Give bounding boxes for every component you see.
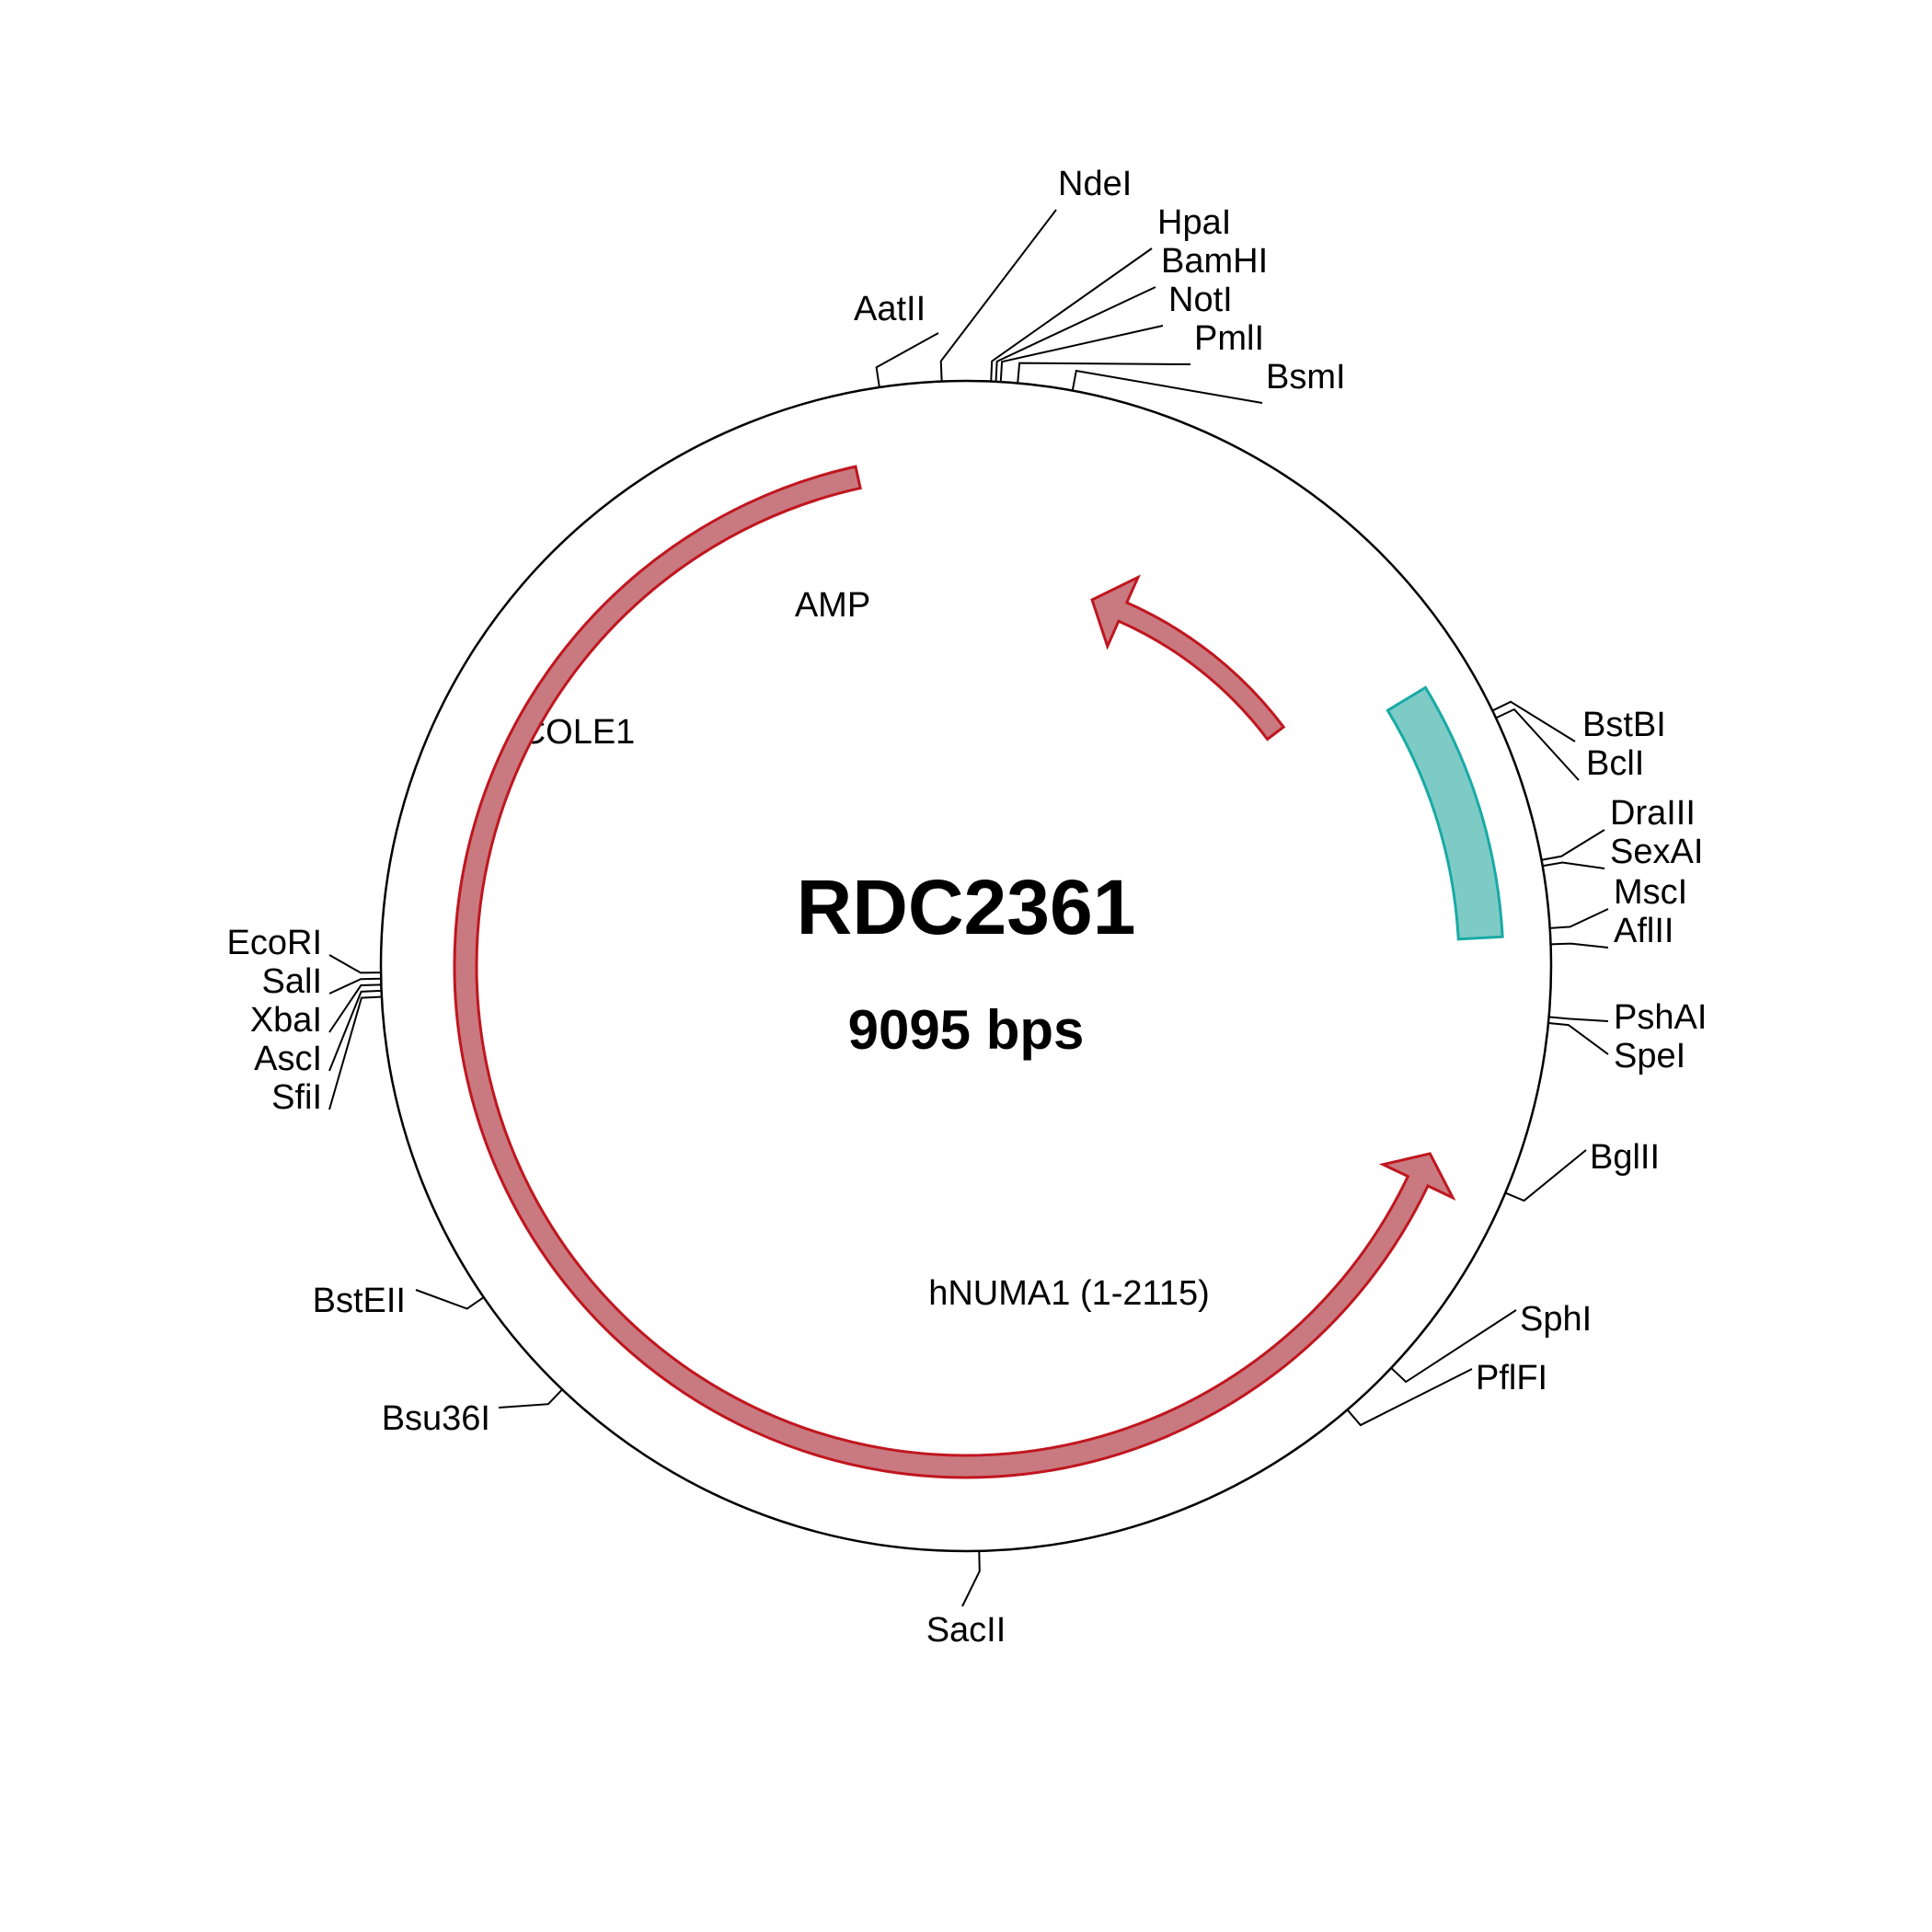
- feature-amp: [1090, 574, 1286, 742]
- site-leader-bamhi: [995, 286, 1156, 382]
- site-bsteii: BstEII: [313, 1282, 485, 1320]
- site-label-sali: SalI: [262, 962, 322, 1001]
- site-label-sphi: SphI: [1520, 1300, 1592, 1339]
- site-label-sacii: SacII: [926, 1611, 1006, 1650]
- site-bcli: BclI: [1495, 707, 1644, 783]
- site-ecori: EcoRI: [227, 924, 382, 974]
- site-sfii: SfiI: [271, 995, 382, 1117]
- site-label-spei: SpeI: [1614, 1037, 1685, 1075]
- site-ndei: NdeI: [939, 165, 1132, 382]
- site-label-hpai: HpaI: [1157, 203, 1231, 242]
- site-leader-sali: [328, 977, 382, 995]
- site-bsmi: BsmI: [1071, 358, 1346, 404]
- site-label-msci: MscI: [1614, 873, 1687, 912]
- plasmid-backbone: [379, 379, 1553, 1553]
- site-label-aflii: AflII: [1614, 912, 1673, 950]
- site-hpai: HpaI: [990, 203, 1231, 382]
- site-leader-draiii: [1541, 829, 1605, 861]
- site-leader-bcli: [1495, 707, 1580, 781]
- site-leader-ecori: [328, 954, 382, 974]
- site-label-noti: NotI: [1168, 281, 1233, 319]
- site-label-sfii: SfiI: [271, 1078, 322, 1117]
- site-leader-sphi: [1390, 1309, 1517, 1384]
- site-leader-sexai: [1542, 861, 1605, 869]
- site-pflfi: PflFI: [1346, 1359, 1547, 1427]
- site-leader-pflfi: [1346, 1368, 1473, 1427]
- site-asci: AscI: [254, 989, 382, 1078]
- site-leader-spei: [1547, 1021, 1609, 1055]
- feature-label-amp: AMP: [795, 586, 870, 625]
- site-bglii: BglII: [1504, 1138, 1660, 1202]
- site-draiii: DraIII: [1541, 794, 1696, 861]
- site-leader-aflii: [1550, 942, 1609, 949]
- site-label-pflfi: PflFI: [1476, 1359, 1547, 1397]
- feature-hnuma1-1-2115: [453, 465, 1456, 1479]
- site-noti: NotI: [999, 281, 1233, 383]
- site-label-ndei: NdeI: [1058, 165, 1132, 203]
- site-label-draiii: DraIII: [1610, 794, 1696, 833]
- site-bamhi: BamHI: [995, 242, 1268, 382]
- site-leader-aatii: [875, 332, 939, 388]
- site-leader-bsmi: [1071, 369, 1263, 404]
- site-pshai: PshAI: [1548, 998, 1707, 1037]
- site-leader-bsteii: [415, 1289, 485, 1310]
- site-label-bcli: BclI: [1586, 744, 1644, 783]
- site-label-bamhi: BamHI: [1161, 242, 1268, 281]
- site-label-xbai: XbaI: [250, 1001, 322, 1040]
- site-label-pmli: PmlI: [1194, 319, 1264, 358]
- site-label-ecori: EcoRI: [227, 924, 322, 962]
- site-sacii: SacII: [926, 1550, 1006, 1650]
- site-xbai: XbaI: [250, 983, 382, 1040]
- site-leader-hpai: [990, 247, 1153, 382]
- feature-cole1: [1386, 685, 1504, 941]
- site-leader-pmli: [1017, 362, 1191, 384]
- site-label-sexai: SexAI: [1610, 833, 1703, 871]
- site-bsu36i: Bsu36I: [382, 1388, 563, 1438]
- site-leader-xbai: [328, 983, 382, 1033]
- site-leader-msci: [1549, 908, 1609, 929]
- site-label-bsmi: BsmI: [1266, 358, 1346, 397]
- site-leader-bstbi: [1491, 700, 1576, 742]
- site-label-bglii: BglII: [1590, 1138, 1660, 1177]
- site-aflii: AflII: [1550, 912, 1673, 950]
- site-label-bstbi: BstBI: [1582, 706, 1666, 744]
- site-label-asci: AscI: [254, 1040, 322, 1078]
- site-spei: SpeI: [1547, 1021, 1685, 1075]
- site-leader-asci: [328, 989, 382, 1072]
- site-pmli: PmlI: [1017, 319, 1264, 384]
- site-leader-pshai: [1548, 1016, 1609, 1022]
- site-label-pshai: PshAI: [1614, 998, 1707, 1037]
- site-sali: SalI: [262, 962, 382, 1001]
- plasmid-size: 9095 bps: [848, 999, 1085, 1061]
- site-sexai: SexAI: [1542, 833, 1703, 871]
- site-leader-sacii: [961, 1550, 981, 1607]
- site-label-bsteii: BstEII: [313, 1282, 406, 1320]
- plasmid-name: RDC2361: [797, 864, 1136, 950]
- site-bstbi: BstBI: [1491, 700, 1666, 744]
- site-sphi: SphI: [1390, 1300, 1592, 1384]
- site-aatii: AatII: [854, 290, 939, 388]
- site-leader-sfii: [328, 995, 382, 1110]
- site-leader-noti: [999, 325, 1164, 383]
- site-label-bsu36i: Bsu36I: [382, 1399, 490, 1438]
- site-msci: MscI: [1549, 873, 1687, 929]
- site-leader-ndei: [939, 209, 1057, 382]
- site-leader-bsu36i: [498, 1388, 563, 1409]
- site-label-aatii: AatII: [854, 290, 926, 328]
- feature-label-hnuma1-1-2115: hNUMA1 (1-2115): [928, 1274, 1210, 1313]
- site-leader-bglii: [1504, 1149, 1587, 1202]
